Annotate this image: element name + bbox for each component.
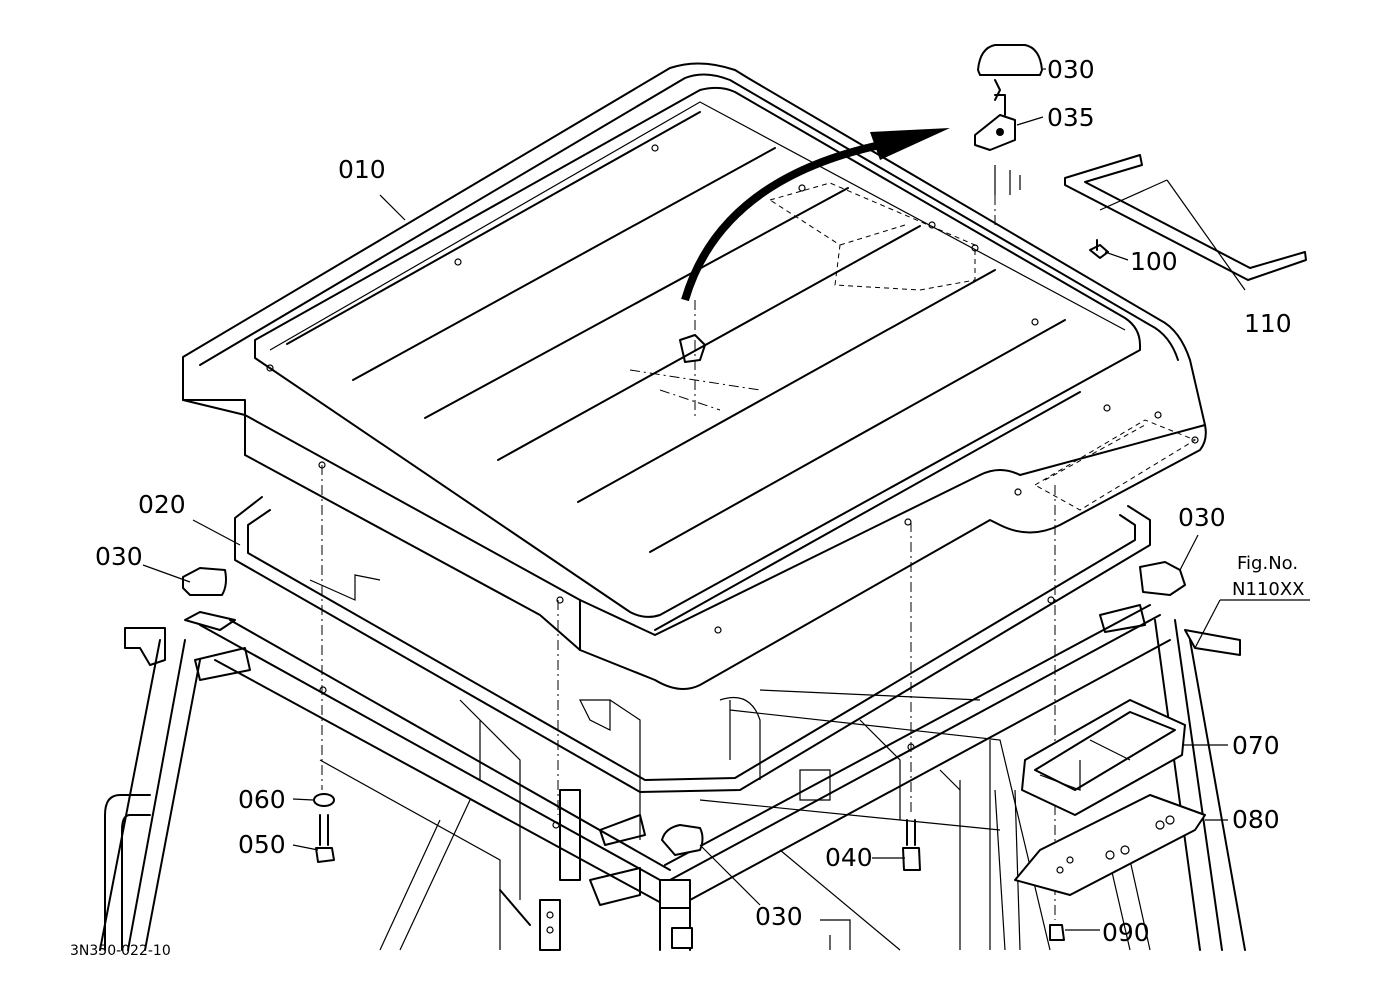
callout-040: 040 (825, 843, 873, 872)
callout-110: 110 (1244, 309, 1292, 338)
callout-labels: 010 020 030 035 100 110 030 030 Fig.No. … (95, 55, 1304, 947)
callout-080: 080 (1232, 805, 1280, 834)
callout-090: 090 (1102, 918, 1150, 947)
seal-gasket-020 (234, 496, 1151, 793)
callout-leaders (142, 68, 1310, 931)
callout-070: 070 (1232, 731, 1280, 760)
callout-030-bottom: 030 (755, 902, 803, 931)
callout-060: 060 (238, 785, 286, 814)
callout-020: 020 (138, 490, 186, 519)
cab-frame (99, 596, 1246, 951)
figure-ref-line1: Fig.No. (1237, 553, 1298, 574)
callout-010: 010 (338, 155, 386, 184)
figure-ref-line2: N110XX (1232, 579, 1304, 600)
small-parts (182, 44, 1307, 941)
bottom-margin (0, 955, 1379, 1001)
callout-100: 100 (1130, 247, 1178, 276)
drawing-code-overlay: 3N350-022-10 (70, 943, 171, 959)
callout-030-top: 030 (1047, 55, 1095, 84)
callout-030-left: 030 (95, 542, 143, 571)
callout-050: 050 (238, 830, 286, 859)
callout-030-right: 030 (1178, 503, 1226, 532)
callout-035: 035 (1047, 103, 1095, 132)
roof-010 (182, 62, 1207, 690)
